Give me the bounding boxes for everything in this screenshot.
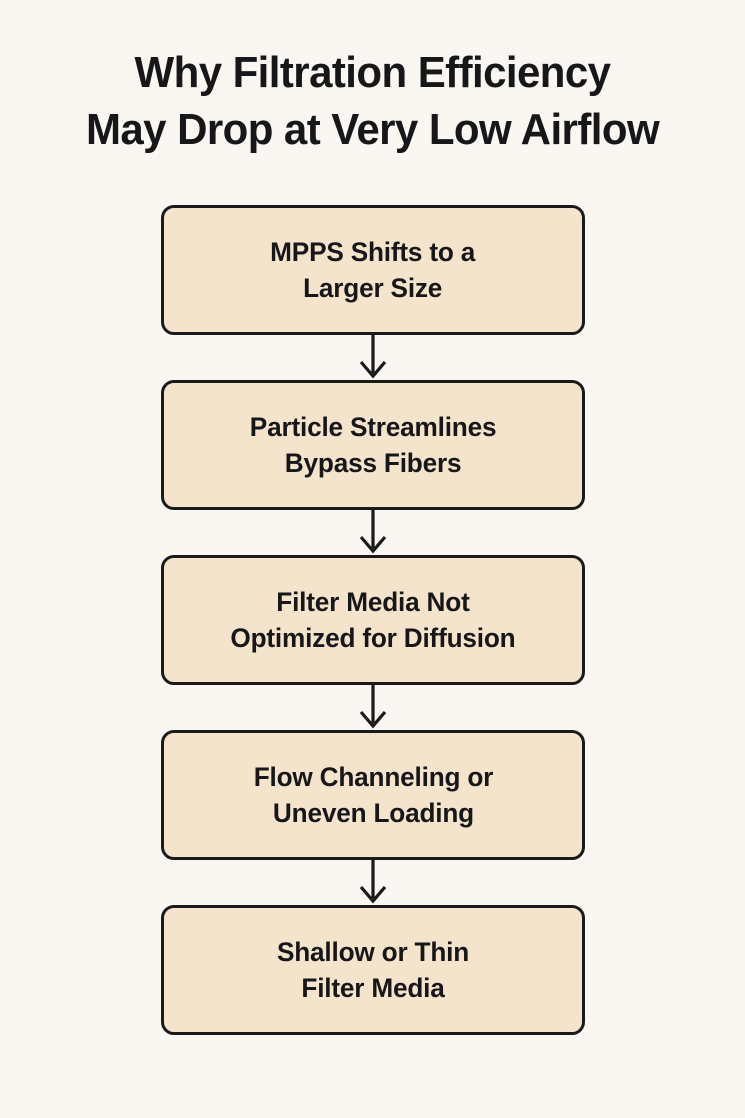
flow-connector-3 [161,685,585,730]
flow-node-5: Shallow or Thin Filter Media [161,905,585,1035]
page-title-line-2: May Drop at Very Low Airflow [85,105,660,154]
arrow-down-icon [359,685,387,729]
flowchart-flow: MPPS Shifts to a Larger Size Particle St… [161,205,585,1035]
flow-connector-1 [161,335,585,380]
flow-node-3: Filter Media Not Optimized for Diffusion [161,555,585,685]
page-title-line-1: Why Filtration Efficiency [134,48,612,97]
flow-node-4-label: Flow Channeling or Uneven Loading [253,762,493,828]
arrow-down-icon [359,335,387,379]
flow-connector-4 [161,860,585,905]
flow-node-3-label: Filter Media Not Optimized for Diffusion [230,587,516,653]
page-title: Why Filtration Efficiency May Drop at Ve… [0,44,745,158]
flow-connector-2 [161,510,585,555]
flow-node-2: Particle Streamlines Bypass Fibers [161,380,585,510]
flow-node-4: Flow Channeling or Uneven Loading [161,730,585,860]
arrow-down-icon [359,510,387,554]
flow-node-1: MPPS Shifts to a Larger Size [161,205,585,335]
flow-node-1-label: MPPS Shifts to a Larger Size [270,237,476,303]
arrow-down-icon [359,860,387,904]
flow-node-2-label: Particle Streamlines Bypass Fibers [249,412,497,478]
flow-node-5-label: Shallow or Thin Filter Media [276,937,470,1003]
